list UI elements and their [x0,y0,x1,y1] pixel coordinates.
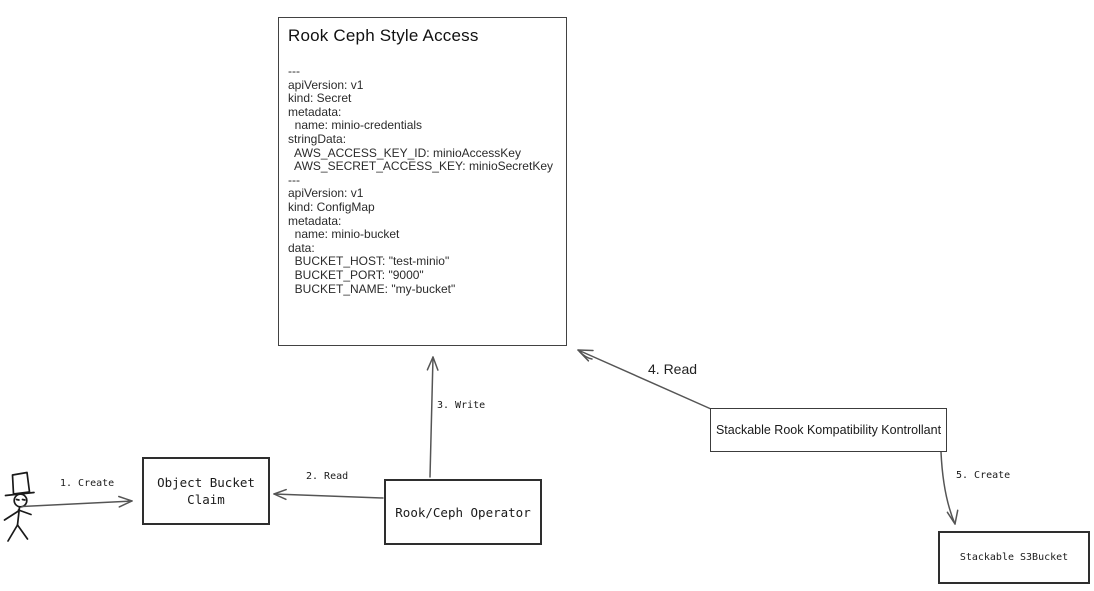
node-rook-ceph-style-access: Rook Ceph Style Access --- apiVersion: v… [278,17,567,346]
edge-label-step2: 2. Read [306,471,349,482]
edge-label-step5: 5. Create [956,470,1011,481]
arrow-step2-read [273,488,384,501]
edge-label-step3: 3. Write [437,400,486,411]
arrow-step1-create [21,495,133,508]
node-stackable-kontrollant: Stackable Rook Kompatibility Kontrollant [710,408,947,452]
node-stackable-kontrollant-label: Stackable Rook Kompatibility Kontrollant [715,423,942,437]
arrow-step4-read [577,349,712,410]
node-rook-ceph-operator-label: Rook/Ceph Operator [395,504,531,520]
edge-label-step4: 4. Read [648,361,698,377]
arrow-step5-create [940,451,959,525]
user-actor-icon [3,471,35,542]
node-object-bucket-claim: Object Bucket Claim [142,457,270,525]
spec-yaml-text: --- apiVersion: v1 kind: Secret metadata… [288,64,553,296]
edge-label-step1: 1. Create [60,478,115,489]
spec-box-title: Rook Ceph Style Access [288,26,479,45]
arrow-step3-write [426,356,439,478]
node-stackable-s3bucket: Stackable S3Bucket [938,531,1090,584]
node-object-bucket-claim-label: Object Bucket Claim [157,475,255,507]
node-rook-ceph-operator: Rook/Ceph Operator [384,479,542,545]
node-stackable-s3bucket-label: Stackable S3Bucket [959,552,1069,563]
